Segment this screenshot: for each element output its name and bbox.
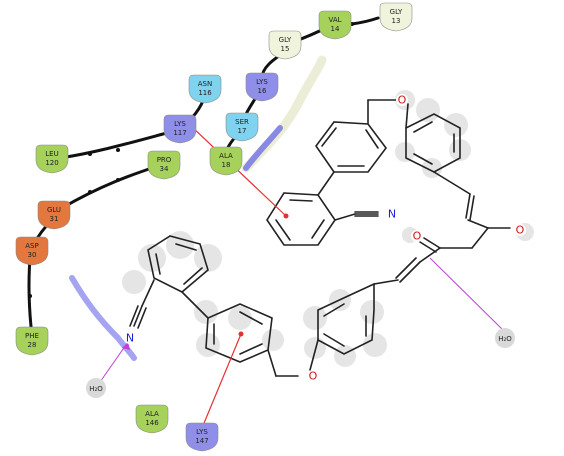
residue-phe28-shape [15,326,49,356]
residue-lys147-name: LYS [196,428,208,436]
residue-gly13-name: GLY [390,8,403,16]
residue-ala146-number: 146 [145,419,159,427]
atom-o-ketone-right: O [516,224,525,237]
residue-ser17-name: SER [235,118,249,126]
ring-centroid-top [283,213,289,219]
residue-asn116-name: ASN [198,80,212,88]
residue-ser17-number: 17 [238,127,247,135]
residue-pro34-number: 34 [160,165,169,173]
residue-val14-number: 14 [331,25,340,33]
residue-gly15-shape [268,30,302,60]
hbond-arrow-left [122,342,130,350]
residue-asp30-number: 30 [28,251,37,259]
interactions [99,125,504,429]
residue-phe28-name: PHE [25,332,39,340]
residues: GLY13VAL14GLY15LYS16SER17ALA18ASN116LYS1… [15,2,413,452]
residue-gly13-shape [379,2,413,32]
water-left-label: H₂O [89,385,103,393]
residue-ser17-shape [225,112,259,142]
residue-leu120-number: 120 [45,159,58,167]
residue-glu31-shape [37,200,71,230]
residue-ala18-number: 18 [222,161,231,169]
pi-cation-lys147 [201,333,242,429]
residue-val14-shape [318,10,352,40]
pocket-ribbon-positive-left [69,275,137,361]
residue-gly15-number: 15 [281,45,290,53]
water-right-label: H₂O [498,335,512,343]
ligand-atoms: O O O O N N [124,94,526,383]
residue-asp30-shape [15,236,49,266]
residue-val14-name: VAL [328,16,341,24]
residue-pro34-name: PRO [157,156,172,164]
residue-ala18-name: ALA [219,152,233,160]
residue-pro34-shape [147,150,181,180]
pi-cation-lys117 [190,125,287,217]
residue-ala146-shape [135,404,169,434]
atom-o-ether-top: O [398,94,407,107]
atom-o-ketone-mid: O [413,230,422,243]
residue-asn116-shape [188,74,222,104]
residue-glu31-number: 31 [50,215,59,223]
residue-glu31-name: GLU [47,206,61,214]
hbond-water-right [429,257,504,331]
ring-centroid-bottom [238,331,244,337]
residue-lys147-shape [185,422,219,452]
residue-lys16-shape [245,72,279,102]
residue-phe28-number: 28 [28,341,37,349]
residue-ala18-shape [209,146,243,176]
residue-gly15-name: GLY [279,36,292,44]
water-left-sphere [86,378,106,398]
hbond-water-left [99,341,129,383]
residue-lys16-number: 16 [258,87,267,95]
residue-lys117-number: 117 [173,129,186,137]
atom-o-ether-bottom: O [309,370,318,383]
residue-ala146-name: ALA [145,410,159,418]
water-right-sphere [495,328,515,348]
atom-n-bottom: N [126,332,134,345]
residue-leu120-shape [35,144,69,174]
residue-gly13-number: 13 [392,17,401,25]
pocket-ribbon-positive-top [243,125,283,171]
residue-lys117-shape [163,114,197,144]
residue-lys16-name: LYS [256,78,268,86]
residue-asn116-number: 116 [198,89,212,97]
residue-leu120-name: LEU [45,150,58,158]
residue-asp30-name: ASP [25,242,38,250]
residue-lys147-number: 147 [195,437,208,445]
atom-n-top: N [388,208,396,221]
residue-lys117-name: LYS [174,120,186,128]
ligand-bonds [129,99,511,377]
waters: H₂O H₂O [86,328,515,398]
